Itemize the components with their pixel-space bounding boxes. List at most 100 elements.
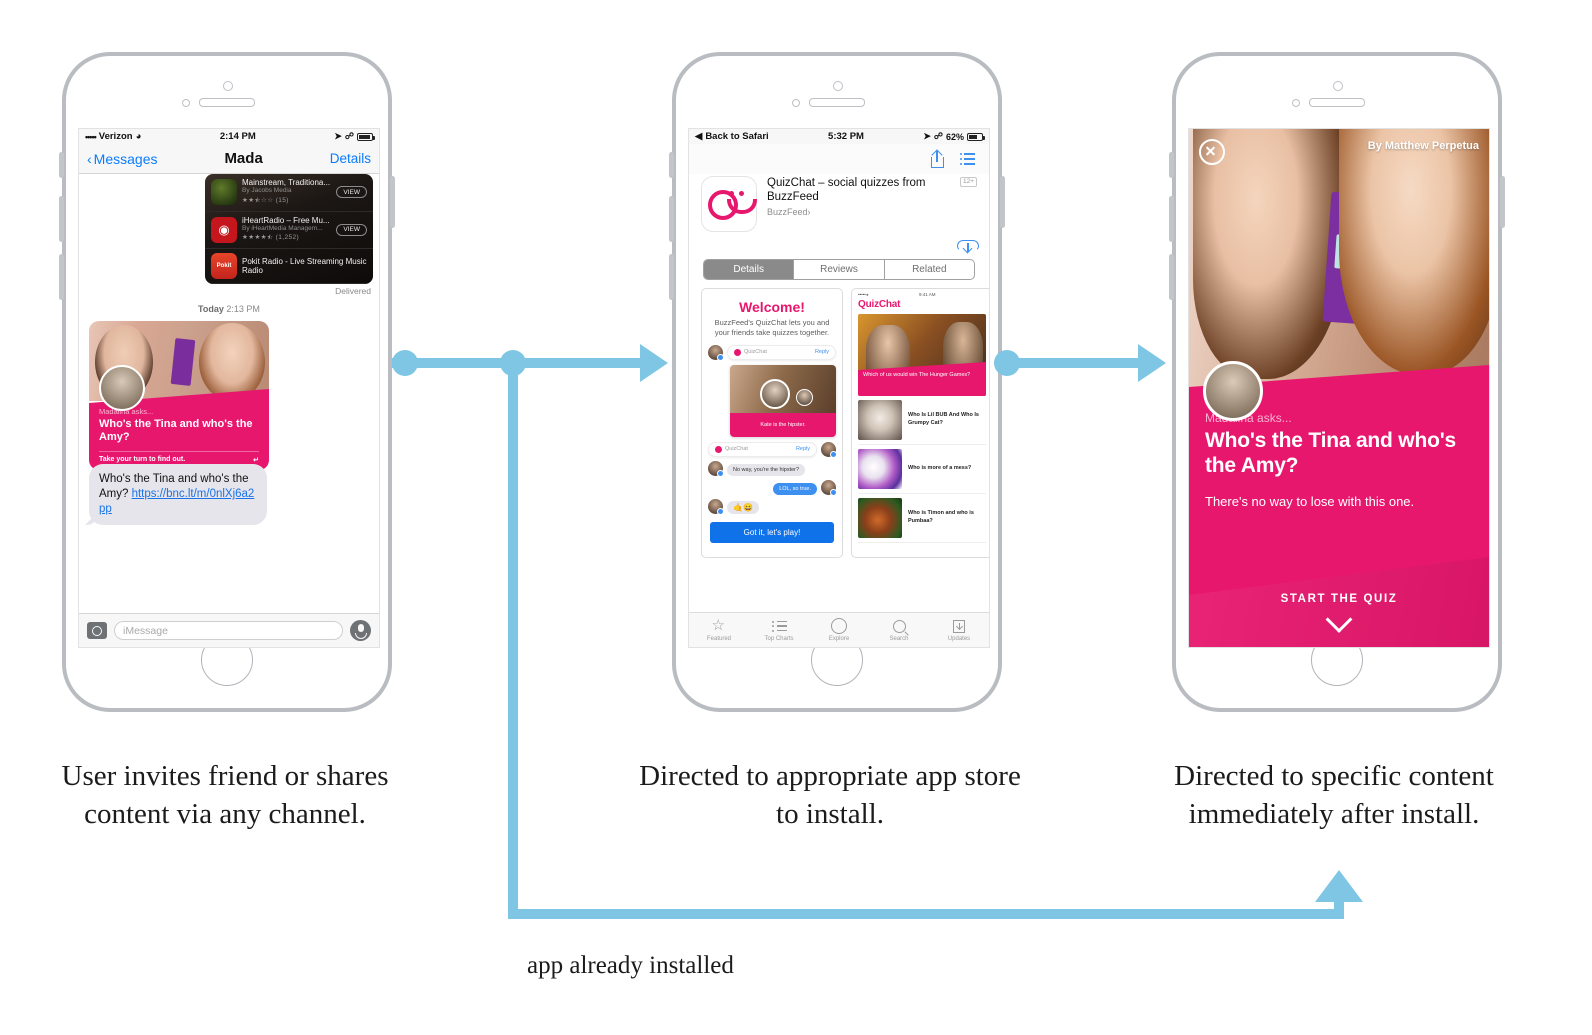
message-bubble: Who's the Tina and who's the Amy? https:… — [89, 464, 267, 525]
volume-down-button — [59, 254, 64, 300]
app-icon: Pokit — [211, 253, 237, 280]
mini-photo — [730, 364, 836, 413]
connector-1-arrowhead — [640, 344, 668, 382]
branch-arrowhead — [1315, 870, 1363, 902]
start-quiz-button[interactable]: START THE QUIZ — [1280, 593, 1398, 605]
quizchat-inline-card: QuizChat Reply — [727, 344, 836, 360]
battery-icon — [357, 132, 375, 141]
app-rating: ★★⯪☆☆ (15) — [242, 196, 289, 204]
mini-status-time: 9:41 AM — [919, 292, 936, 297]
tab-reviews[interactable]: Reviews — [794, 260, 885, 279]
back-to-safari-button[interactable]: Back to Safari — [705, 131, 769, 142]
tab-label: Updates — [947, 635, 971, 642]
share-icon[interactable] — [931, 150, 944, 168]
branch-label: app already installed — [527, 952, 734, 979]
chat-row: No way, you're the hipster? — [702, 459, 842, 478]
tab-explore[interactable]: Explore — [809, 613, 869, 647]
connector-1-node-a — [392, 350, 418, 376]
chat-message: LOL, so true. — [773, 482, 817, 495]
app-row[interactable]: Pokit Pokit Radio - Live Streaming Music… — [205, 249, 373, 284]
volume-up-button — [669, 196, 674, 242]
signal-dots-icon: ••••• — [85, 131, 97, 142]
icloud-download-icon[interactable] — [957, 238, 979, 255]
earpiece-speaker — [809, 98, 865, 107]
app-row[interactable]: Mainstream, Traditiona... By Jacobs Medi… — [205, 174, 373, 212]
connector-2-node — [994, 350, 1020, 376]
app-name: iHeartRadio – Free Mu... — [242, 215, 330, 225]
app-screenshot-2[interactable]: •••••◕ 9:41 AM QuizChat Which of us woul… — [851, 288, 989, 558]
details-button[interactable]: Details — [329, 151, 371, 166]
power-button — [1500, 176, 1505, 228]
avatar — [708, 498, 724, 515]
conversation-title: Mada — [224, 150, 263, 167]
list-icon — [771, 619, 787, 634]
card-footer: Take your turn to find out. ↵ — [99, 456, 259, 464]
close-circle-icon[interactable] — [1199, 139, 1225, 165]
app-developer-link[interactable]: BuzzFeed› — [767, 206, 811, 217]
tab-label: Featured — [706, 635, 731, 642]
app-view-button[interactable]: VIEW — [336, 223, 367, 236]
app-view-button[interactable]: VIEW — [336, 186, 367, 199]
caption-1: User invites friend or shares content vi… — [61, 760, 389, 831]
app-rating: ★★★★⯪ (1,252) — [242, 234, 300, 242]
chat-message: No way, you're the hipster? — [727, 463, 806, 476]
tab-top-charts[interactable]: Top Charts — [749, 613, 809, 647]
tab-related[interactable]: Related — [912, 264, 947, 275]
purple-book-prop — [170, 338, 196, 386]
proximity-sensor — [1333, 81, 1343, 91]
app-name: Mainstream, Traditiona... — [242, 178, 331, 187]
card-label: QuizChat — [734, 348, 767, 356]
app-screenshot-1[interactable]: Welcome! BuzzFeed's QuizChat lets you an… — [701, 288, 843, 558]
mini-quiz-card: Kate is the hipster. — [730, 364, 836, 437]
app-store-tab-bar: ☆ Featured Top Charts Explore Search — [689, 612, 989, 647]
phone-1-screen: ••••• Verizon ◕ 2:14 PM ➤ ☍ ‹ Messages M… — [78, 128, 380, 648]
branch-horizontal-line — [508, 909, 1344, 919]
power-button — [390, 176, 395, 228]
quizchat-logo: QuizChat — [858, 299, 901, 310]
quiz-list-item: Who is more of a mess? — [858, 449, 986, 494]
location-icon: ➤ — [923, 131, 931, 141]
proximity-sensor — [223, 81, 233, 91]
status-time: 2:14 PM — [219, 131, 256, 142]
chevron-down-icon[interactable] — [1325, 606, 1353, 633]
tab-details[interactable]: Details — [704, 260, 795, 279]
star-icon: ☆ — [711, 616, 725, 634]
rich-link-card[interactable]: Madalina asks... Who's the Tina and who'… — [89, 321, 269, 470]
app-store-toolbar — [689, 144, 989, 174]
connector-2-line — [1000, 358, 1140, 368]
back-triangle-icon: ◀ — [695, 131, 703, 142]
got-it-button: Got it, let's play! — [710, 521, 834, 543]
location-icon: ➤ — [334, 131, 342, 141]
quizchat-app-icon — [701, 176, 757, 232]
list-icon[interactable] — [960, 153, 975, 165]
silent-switch — [1169, 152, 1174, 178]
back-to-messages-button[interactable]: ‹ Messages — [87, 150, 158, 167]
chat-row: QuizChat Reply — [702, 343, 842, 362]
wifi-icon: ◕ — [135, 131, 142, 142]
welcome-subheading: BuzzFeed's QuizChat lets you and your fr… — [714, 318, 830, 337]
app-developer: By iHeartMedia Managem... — [242, 224, 323, 232]
day-timestamp: Today 2:13 PM — [198, 304, 260, 314]
quiz-list-item: Who Is Lil BUB And Who Is Grumpy Cat? — [858, 400, 986, 445]
bubble-link[interactable]: https://bnc.lt/m/0nlXj6a2pp — [99, 487, 255, 515]
hero-photo: By Matthew Perpetua — [1189, 129, 1489, 389]
quiz-subtitle: There's no way to lose with this one. — [1205, 493, 1415, 509]
chevron-left-icon: ‹ — [87, 150, 92, 167]
tab-updates[interactable]: Updates — [929, 613, 989, 647]
tab-search[interactable]: Search — [869, 613, 929, 647]
microphone-icon[interactable] — [350, 620, 371, 641]
app-row[interactable]: ◉ iHeartRadio – Free Mu... By iHeartMedi… — [205, 212, 373, 250]
imessage-input[interactable]: iMessage — [114, 621, 343, 640]
imessage-app-drawer[interactable]: Mainstream, Traditiona... By Jacobs Medi… — [205, 174, 373, 284]
byline: By Matthew Perpetua — [1367, 140, 1479, 152]
volume-up-button — [59, 196, 64, 242]
messages-thread: Mainstream, Traditiona... By Jacobs Medi… — [79, 174, 379, 613]
silent-switch — [59, 152, 64, 178]
camera-icon[interactable] — [87, 622, 107, 639]
person-right — [199, 323, 265, 401]
screenshot-gallery[interactable]: Welcome! BuzzFeed's QuizChat lets you an… — [689, 280, 989, 558]
quiz-list-item: Who is Timon and who is Pumbaa? — [858, 498, 986, 543]
tab-featured[interactable]: ☆ Featured — [689, 613, 749, 647]
volume-down-button — [1169, 254, 1174, 300]
